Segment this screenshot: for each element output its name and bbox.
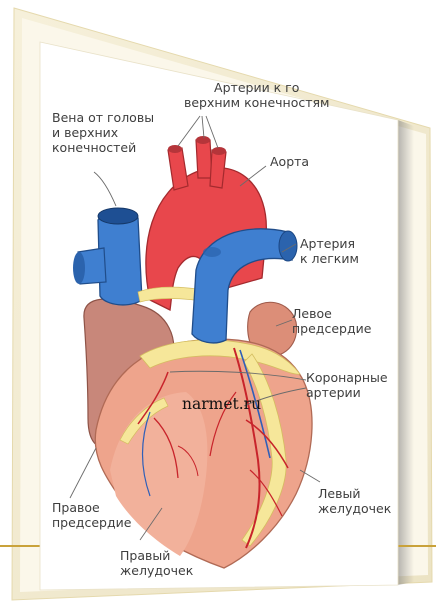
label-pulmonary-artery: Артерия к легким: [300, 236, 359, 266]
label-line: Левое: [292, 306, 371, 321]
label-line: Вена от головы: [52, 110, 154, 125]
label-line: желудочек: [120, 563, 193, 578]
label-left-ventricle: Левый желудочек: [318, 486, 391, 516]
label-head-vein: Вена от головы и верхних конечностей: [52, 110, 154, 155]
label-line: к легким: [300, 251, 359, 266]
label-line: предсердие: [52, 515, 131, 530]
label-coronary-arteries: Коронарные артерии: [306, 370, 388, 400]
label-line: конечностей: [52, 140, 154, 155]
label-line: Правый: [120, 548, 193, 563]
label-line: Аорта: [270, 154, 309, 169]
label-line: желудочек: [318, 501, 391, 516]
label-aorta: Аорта: [270, 154, 309, 169]
label-line: Левый: [318, 486, 391, 501]
label-line: и верхних: [52, 125, 154, 140]
label-line: Артерии к го: [184, 80, 329, 95]
label-line: Артерия: [300, 236, 359, 251]
label-limb-arteries: Артерии к го верхним конечностям: [184, 80, 329, 110]
label-line: артерии: [306, 385, 388, 400]
label-left-atrium: Левое предсердие: [292, 306, 371, 336]
watermark-text: narmet.ru: [182, 395, 261, 413]
label-line: предсердие: [292, 321, 371, 336]
label-right-ventricle: Правый желудочек: [120, 548, 193, 578]
label-line: Правое: [52, 500, 131, 515]
label-line: Коронарные: [306, 370, 388, 385]
label-right-atrium: Правое предсердие: [52, 500, 131, 530]
label-line: верхним конечностям: [184, 95, 329, 110]
